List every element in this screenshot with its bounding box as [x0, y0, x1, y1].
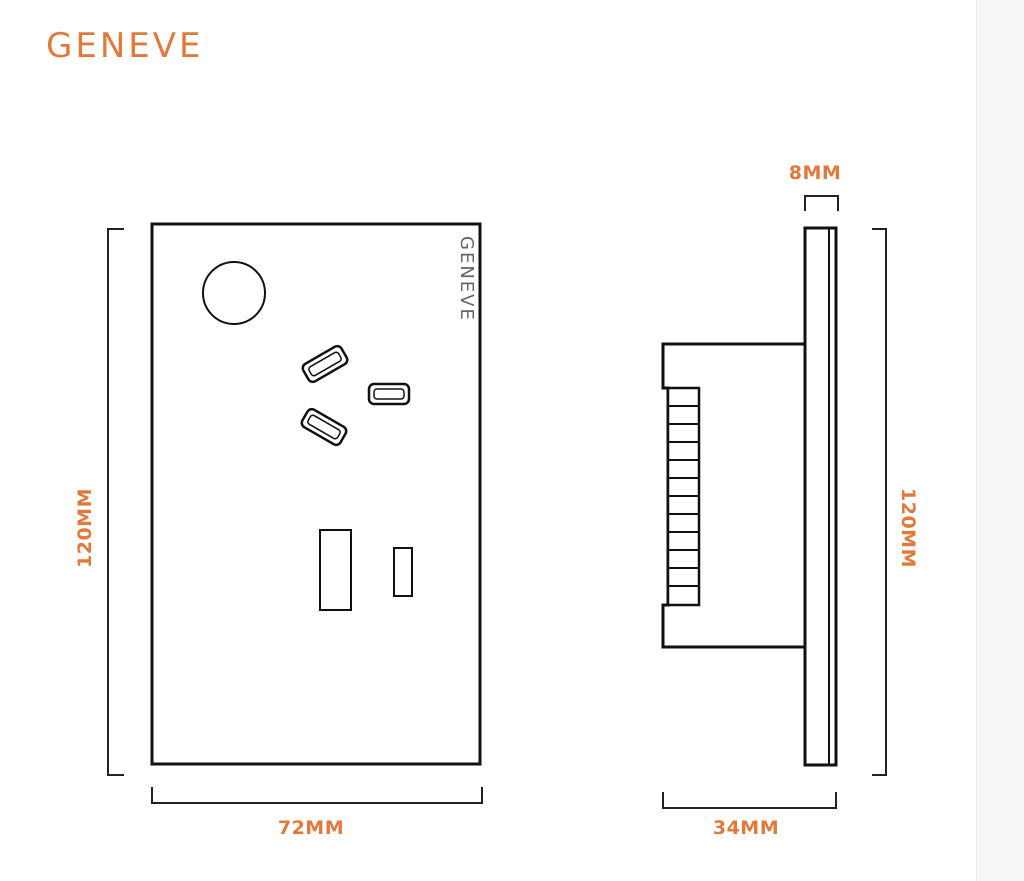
front-width-bracket	[151, 787, 483, 804]
side-thickness-bracket	[804, 195, 839, 211]
side-thickness-label: 8MM	[789, 162, 842, 184]
front-view: GENEVE	[150, 222, 482, 766]
socket-pin-right	[367, 382, 411, 406]
side-depth-bracket	[662, 792, 837, 809]
front-width-label: 72MM	[278, 817, 344, 839]
front-plate	[150, 222, 482, 766]
front-height-label: 120MM	[74, 488, 96, 568]
side-terminal-fins	[668, 405, 699, 587]
plate-logo: GENEVE	[456, 236, 477, 322]
side-depth-label: 34MM	[713, 817, 779, 839]
side-height-label: 120MM	[897, 488, 919, 568]
side-plate	[803, 226, 838, 767]
socket-pin-left-bottom	[300, 407, 348, 447]
switch-indicator	[393, 547, 413, 597]
indicator-circle	[202, 261, 266, 325]
side-height-bracket	[872, 228, 887, 776]
socket-pin-left-top	[301, 344, 349, 384]
front-height-bracket	[107, 228, 124, 776]
switch-rocker	[319, 529, 352, 611]
side-view	[661, 226, 838, 767]
brand-logo: GENEVE	[46, 26, 204, 66]
page-right-edge	[976, 0, 1024, 881]
